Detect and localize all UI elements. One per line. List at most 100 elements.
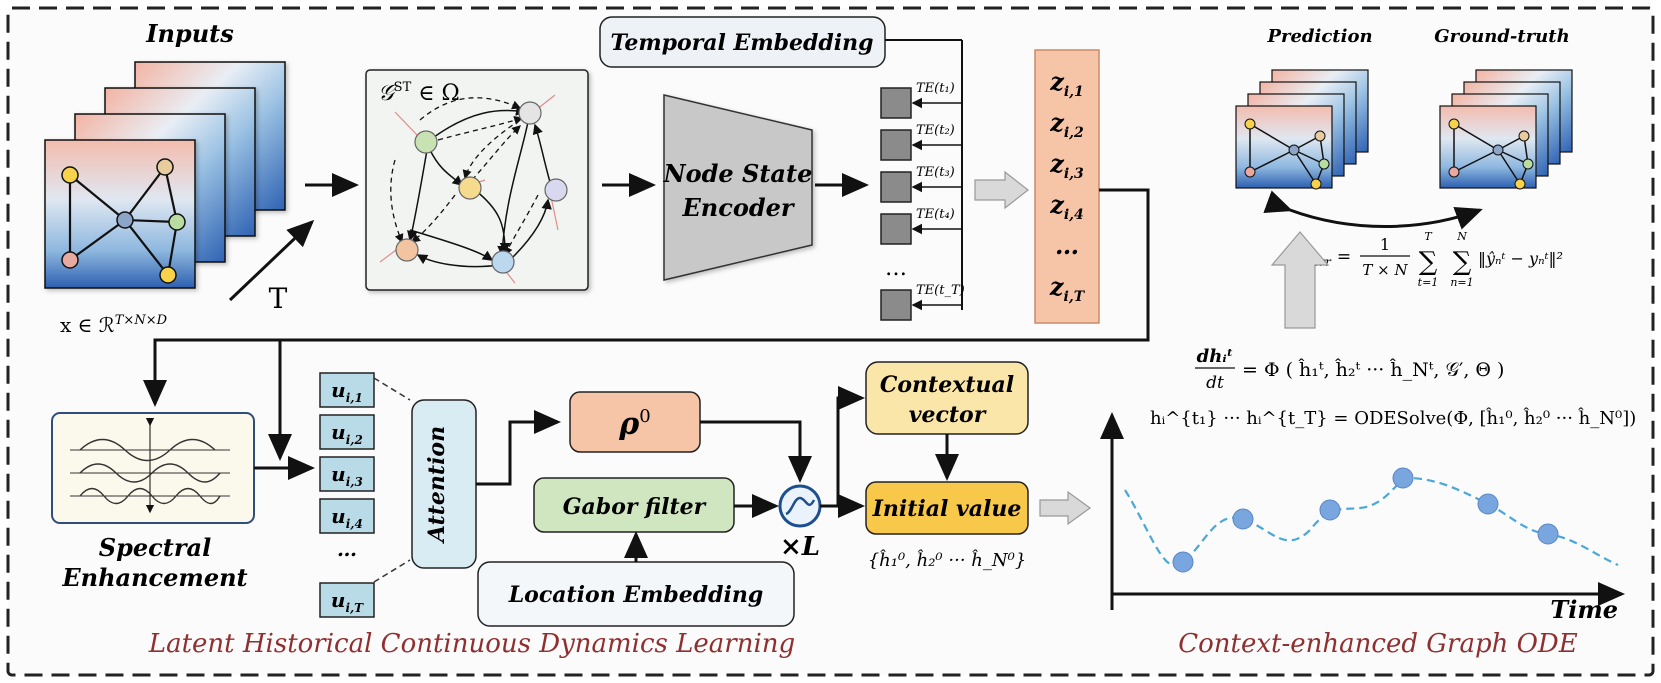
mini-node [1518, 130, 1530, 142]
u-item: ui,2 [331, 420, 363, 447]
sum2-bot: n=1 [1450, 276, 1473, 289]
graph-node [414, 130, 438, 154]
token-square [880, 213, 912, 245]
inputs-title: Inputs [145, 19, 234, 48]
te-label-3: TE(t₃) [916, 165, 955, 180]
token-dots: … [885, 256, 907, 281]
spectral-line2: Enhancement [61, 563, 247, 592]
u-item: ui,3 [331, 462, 363, 489]
mini-node [1448, 118, 1460, 130]
encoder-line1: Node State [663, 159, 813, 188]
u-item-box [319, 414, 375, 450]
u-item: ui,T [331, 588, 364, 615]
connector-z-spectral [143, 188, 1150, 407]
graph-dashed-edges [390, 97, 539, 257]
mini-node [1522, 158, 1534, 170]
times-L-label: ×L [780, 532, 820, 562]
z-item: zi,2 [1049, 108, 1084, 141]
trajectory-point [1232, 508, 1254, 530]
token-square [880, 129, 912, 161]
temporal-embedding-box [599, 16, 886, 68]
arrow-attn-rho [476, 410, 561, 486]
z-stack: zi,1 zi,2 zi,3 zi,4 … zi,T [1034, 49, 1100, 324]
contextual-line2: vector [909, 402, 987, 428]
contextual-line1: Contextual [880, 372, 1014, 398]
ode-den: dt [1206, 373, 1224, 393]
mini-node [1288, 144, 1300, 156]
prediction-title: Prediction [1266, 26, 1372, 47]
input-node [61, 251, 79, 269]
sum2: ∑ [1453, 247, 1472, 277]
te-label-T: TE(t_T) [916, 283, 965, 298]
graph-node [458, 176, 482, 200]
section-left-title: Latent Historical Continuous Dynamics Le… [148, 629, 795, 659]
z-item: zi,4 [1049, 190, 1084, 223]
loss-den: T × N [1362, 261, 1408, 279]
sum1-bot: t=1 [1418, 276, 1439, 289]
u-stack: ui,1 ui,2 ui,3 ui,4 … ui,T [319, 372, 375, 618]
z-item: zi,T [1049, 272, 1086, 305]
arrow-rho-mix [700, 420, 812, 483]
compare-arrow [1263, 190, 1483, 230]
u-item-box [319, 372, 375, 408]
loss-body: ‖ŷₙᵗ − yₙᵗ‖² [1478, 249, 1563, 268]
sum2-top: N [1456, 230, 1467, 243]
ode-equations: dhᵢᵗ dt = Φ ( ĥ₁ᵗ, ĥ₂ᵗ ··· ĥ_Nᵗ, 𝒢′, Θ )… [1150, 346, 1636, 429]
graph-node [518, 101, 542, 125]
ode-eq2: hᵢ^{t₁} ··· hᵢ^{t_T} = ODESolve(Φ, [ĥ₁⁰,… [1150, 406, 1636, 429]
location-embedding-label: Location Embedding [508, 582, 764, 608]
attention-label: Attention [424, 426, 450, 544]
input-node [159, 266, 177, 284]
input-shape-label: x ∈ ℛT×N×D [60, 313, 168, 337]
u-item: ui,1 [331, 378, 363, 405]
ode-num: dhᵢᵗ [1197, 346, 1234, 367]
graph-label: 𝒢ST ∈ Ω [378, 80, 460, 106]
ode-eq1-rhs: = Φ ( ĥ₁ᵗ, ĥ₂ᵗ ··· ĥ_Nᵗ, 𝒢′, Θ ) [1242, 358, 1504, 381]
trajectory-point [1319, 499, 1341, 521]
gabor-label: Gabor filter [563, 494, 707, 520]
sum1-top: T [1424, 230, 1433, 243]
initial-value-box [865, 481, 1029, 535]
u-item: … [337, 537, 357, 561]
temporal-embedding-label: Temporal Embedding [611, 30, 874, 56]
hollow-arrow-z [974, 170, 1029, 210]
token-square [880, 171, 912, 203]
mix-node [778, 484, 822, 528]
graph-node [544, 178, 568, 202]
input-node [156, 158, 174, 176]
initial-set-label: {ĥ₁⁰, ĥ₂⁰ ··· ĥ_N⁰} [868, 548, 1027, 571]
trajectory-point [1392, 467, 1414, 489]
token-square [880, 87, 912, 119]
graph-node [395, 238, 419, 262]
u-item-box [319, 498, 375, 534]
trajectory-point [1477, 493, 1499, 515]
node-state-encoder: Node State Encoder [663, 94, 813, 281]
arrow-mix-ctx [836, 386, 865, 506]
activation-icon [785, 496, 816, 516]
z-item: zi,3 [1049, 149, 1084, 182]
z-item: … [1055, 231, 1079, 260]
token-column: … TE(t₁) TE(t₂) TE(t₃) TE(t₄) TE(t_T) [880, 39, 965, 321]
z-item: zi,1 [1049, 67, 1084, 100]
u-item: ui,4 [331, 504, 363, 531]
mini-node [1448, 166, 1460, 178]
mini-node [1244, 118, 1256, 130]
time-arrow [228, 219, 315, 302]
graph-edges [407, 105, 552, 268]
groundtruth-title: Ground-truth [1434, 26, 1569, 47]
input-node [116, 211, 134, 229]
te-label-2: TE(t₂) [916, 123, 955, 138]
graph-node [491, 250, 515, 274]
u-item-box [319, 582, 375, 618]
hollow-arrow-plot [1039, 490, 1092, 526]
te-label-1: TE(t₁) [916, 81, 955, 96]
rho-label: ρ0 [618, 406, 650, 442]
u-attn-dash-bot [373, 559, 411, 583]
trajectory-plot: Time [1100, 412, 1625, 624]
sum1: ∑ [1419, 247, 1438, 277]
section-right-title: Context-enhanced Graph ODE [1178, 629, 1578, 659]
trajectory-point [1537, 523, 1559, 545]
spectral-enhancement: Spectral Enhancement [51, 412, 255, 592]
input-node [61, 166, 79, 184]
